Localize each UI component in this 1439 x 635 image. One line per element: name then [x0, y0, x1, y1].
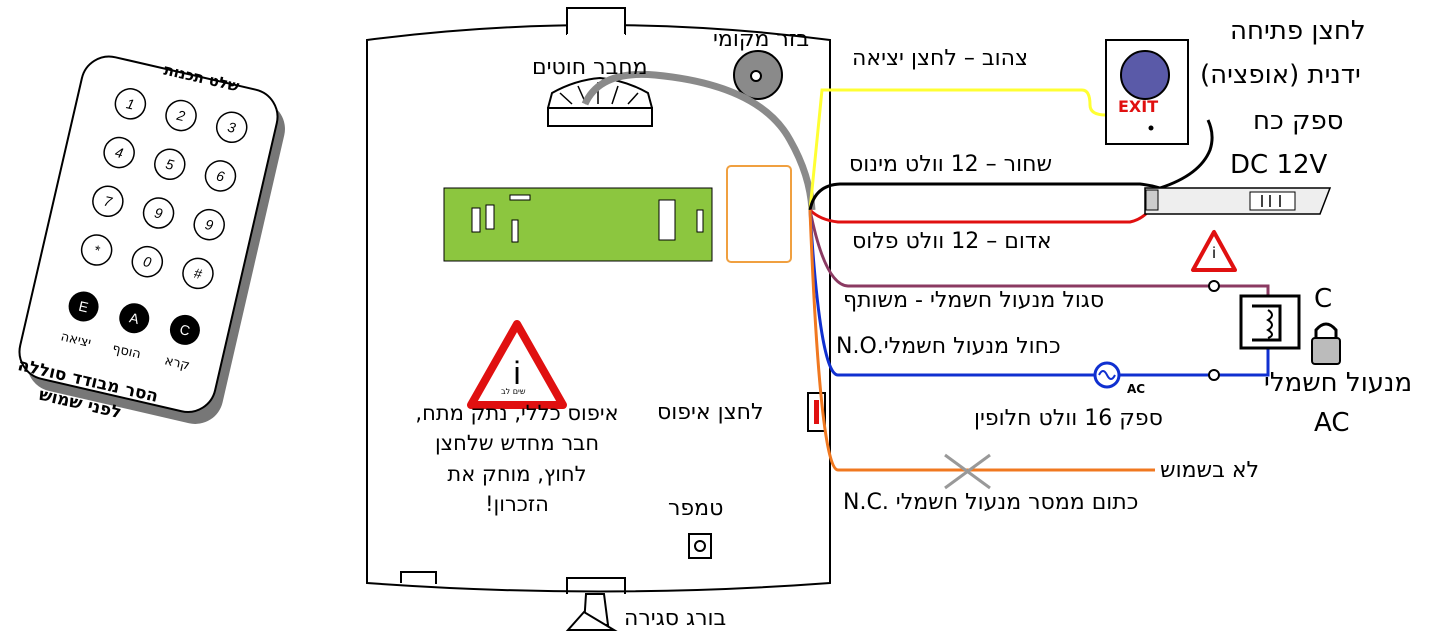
- purple-wire: [808, 209, 1270, 300]
- remote-key-label: 0: [142, 253, 153, 270]
- exit-text: EXIT: [1118, 97, 1159, 116]
- bottom-tab-center: [566, 577, 626, 594]
- controller-housing: i: [366, 7, 831, 631]
- reset-button-label: לחצן איפוס: [657, 400, 764, 425]
- remote-key: [215, 111, 248, 143]
- reset-note-line: איפוס כללי, נתק מתח,: [415, 401, 619, 425]
- psu-voltage: DC 12V: [1230, 150, 1328, 180]
- remote-key: [182, 257, 214, 290]
- remote-key-label: 6: [215, 167, 226, 184]
- remote-func-key-label: קרא: [163, 353, 191, 373]
- remote-key-label: 5: [164, 156, 175, 173]
- lock-ac-label: AC: [1314, 408, 1350, 438]
- remote-key-label: 4: [114, 144, 125, 161]
- remote-func-key-letter: E: [77, 298, 90, 316]
- relay-module: [726, 165, 792, 263]
- remote-key: [114, 88, 147, 120]
- remote-key: [103, 136, 135, 169]
- yellow-wire-label: צהוב – לחצן יציאה: [852, 46, 1029, 71]
- warning-icon: i: [467, 320, 567, 409]
- remote-key: [92, 185, 124, 218]
- remote-key: [80, 234, 113, 266]
- warning-small-icon: i: [1191, 230, 1237, 272]
- unused-label: לא בשמוש: [1160, 458, 1260, 483]
- pcb-board: [443, 187, 713, 262]
- remote-key: [142, 197, 175, 229]
- black-wire-label: שחור – 12 וולט מינוס: [849, 152, 1053, 177]
- connector-label: מחבר חוטים: [532, 55, 648, 80]
- remote-key-label: 9: [153, 204, 164, 221]
- remote-key-label: 9: [204, 216, 215, 233]
- svg-text:i: i: [513, 355, 520, 391]
- remote-key-label: 2: [174, 107, 186, 125]
- exit-button-title-line1: לחצן פתיחה: [1230, 16, 1366, 46]
- remote-key: [204, 160, 237, 192]
- remote-key: [131, 245, 164, 278]
- wire-connector: [547, 76, 653, 127]
- remote-func-key: [68, 291, 99, 322]
- warning-text: שים לב: [501, 387, 526, 396]
- red-wire-label: אדום – 12 וולט פלוס: [852, 229, 1052, 254]
- red-wire: [808, 208, 1150, 224]
- junction-purple: [1208, 280, 1220, 292]
- tamper-label: טמפר: [668, 496, 724, 521]
- blue-wire-label: כחול מנעול חשמלי.N.O: [836, 334, 1061, 359]
- remote-func-key-letter: C: [178, 321, 191, 339]
- remote-func-key: [169, 314, 200, 345]
- lock-c-label: C: [1314, 284, 1333, 314]
- remote-key-label: 3: [226, 119, 237, 136]
- remote-func-key: [119, 303, 150, 334]
- remote-func-key-letter: A: [128, 309, 141, 327]
- remote-key: [154, 148, 186, 181]
- purple-wire-label: סגול מנעול חשמלי - משותף: [843, 288, 1105, 313]
- ac-symbol-label: AC: [1127, 382, 1146, 396]
- wires: [808, 88, 1270, 472]
- remote-key: [193, 208, 225, 241]
- buzzer-label: בזר מקומי: [713, 27, 810, 52]
- lock-label: מנעול חשמלי: [1264, 368, 1413, 398]
- reset-note: איפוס כללי, נתק מתח, חבר מחדש שלחצן לחוץ…: [388, 398, 646, 520]
- screw-label: בורג סגירה: [624, 606, 727, 631]
- reset-note-line: לחוץ, מוחק את: [447, 461, 587, 486]
- reset-button-indicator: [814, 400, 819, 424]
- junction-blue: [1208, 369, 1220, 381]
- remote-key: [165, 99, 197, 132]
- reset-note-line: חבר מחדש שלחצן: [434, 431, 600, 456]
- exit-button-title-line2: ידנית (אופציה): [1200, 60, 1361, 90]
- power-supply-icon: [1144, 187, 1332, 215]
- remote-body: [18, 55, 279, 413]
- bottom-tab-left: [400, 571, 437, 584]
- svg-text:i: i: [1212, 245, 1216, 262]
- orange-wire: [808, 209, 1155, 472]
- remote-func-key-label: הוסף: [111, 341, 142, 362]
- yellow-wire: [808, 88, 1107, 211]
- remote-key-label: 1: [125, 95, 136, 112]
- remote-key-label: #: [192, 265, 203, 282]
- electric-lock-icon: [1239, 294, 1301, 350]
- psu-label: ספק כח: [1253, 106, 1344, 136]
- exit-button-device: [1105, 39, 1189, 145]
- remote-func-key-label: יציאה: [59, 329, 92, 351]
- gray-cable: [581, 70, 816, 211]
- remote-key-label: *: [92, 242, 101, 259]
- reset-note-line: הזכרון!: [485, 492, 549, 517]
- closing-screw-icon: [565, 593, 618, 631]
- nc-wire-label: כתום ממסר מנעול חשמלי .N.C: [843, 490, 1139, 515]
- ac-supply-label: ספק 16 וולט חלופין: [974, 406, 1163, 431]
- padlock-icon: [1311, 322, 1341, 365]
- unused-cross-icon: [944, 453, 991, 490]
